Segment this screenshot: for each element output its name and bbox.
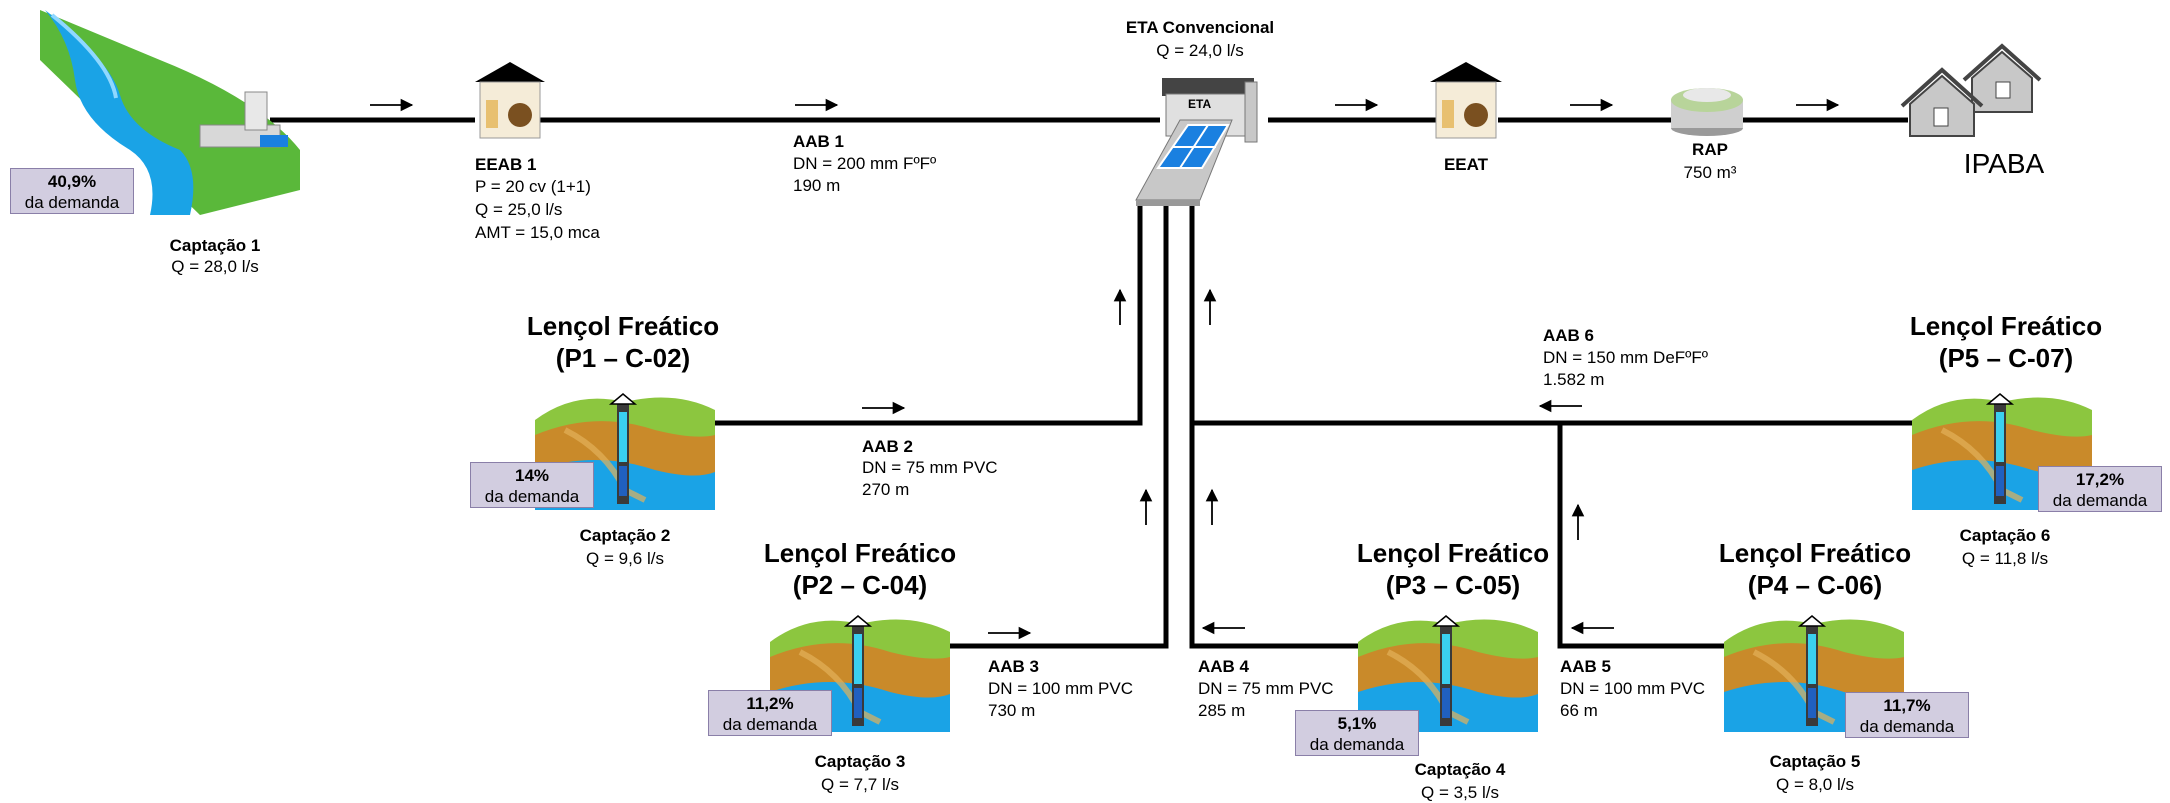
city-name: IPABA (1963, 148, 2045, 179)
p4-pct: 11,7% (1883, 696, 1931, 715)
aab3-dn: DN = 100 mm PVC (988, 679, 1134, 698)
p3-demand-badge: 5,1% da demanda (1295, 710, 1419, 756)
p1-title-1: Lençol Freático (526, 311, 720, 341)
p2-demand: da demanda (722, 715, 818, 734)
p1-title-2: (P1 – C-02) (555, 343, 691, 373)
eeab1-flow: Q = 25,0 l/s (475, 200, 563, 219)
river-intake-illustration (40, 10, 300, 215)
eta-title: ETA Convencional (1125, 18, 1275, 37)
pipe-aab4 (1189, 205, 1360, 649)
captacao1-pct: 40,9% (47, 172, 97, 191)
aab1-dn: DN = 200 mm FºFº (793, 154, 937, 173)
p2-captacao: Captação 3 (814, 752, 906, 771)
captacao1-demand: da demanda (24, 193, 120, 212)
aab3-length: 730 m (988, 701, 1036, 720)
captacao1-flow: Q = 28,0 l/s (171, 257, 259, 276)
p2-pct: 11,2% (746, 694, 794, 713)
p2-demand-badge: 11,2% da demanda (708, 690, 832, 736)
p4-title-1: Lençol Freático (1718, 538, 1912, 568)
aab3-title: AAB 3 (988, 657, 1040, 676)
eta-building-icon (1135, 78, 1258, 206)
aab2-dn: DN = 75 mm PVC (862, 458, 998, 477)
p3-title-2: (P3 – C-05) (1385, 570, 1521, 600)
p1-captacao: Captação 2 (579, 526, 671, 545)
city-houses-icon (1900, 43, 2042, 137)
eeab1-title: EEAB 1 (475, 155, 537, 174)
p1-pct: 14% (514, 466, 550, 485)
flow-arrows (370, 98, 1840, 640)
p4-captacao: Captação 5 (1769, 752, 1861, 771)
p4-demand: da demanda (1859, 717, 1955, 736)
pipe-aab2 (712, 205, 1143, 426)
p5-captacao: Captação 6 (1959, 526, 2051, 545)
aab6-title: AAB 6 (1543, 326, 1595, 345)
aab2-length: 270 m (862, 480, 910, 499)
captacao1-title: Captação 1 (169, 236, 261, 255)
p3-title-1: Lençol Freático (1356, 538, 1550, 568)
rap-title: RAP (1692, 140, 1728, 159)
aab6-dn: DN = 150 mm DeFºFº (1543, 348, 1708, 367)
aab4-dn: DN = 75 mm PVC (1198, 679, 1334, 698)
p4-demand-badge: 11,7% da demanda (1845, 692, 1969, 738)
rap-volume: 750 m³ (1683, 163, 1737, 182)
p1-flow: Q = 9,6 l/s (586, 549, 664, 568)
aab1-title: AAB 1 (793, 132, 845, 151)
p3-demand: da demanda (1309, 735, 1405, 754)
p4-title-2: (P4 – C-06) (1747, 570, 1883, 600)
aab2-title: AAB 2 (862, 437, 914, 456)
p2-title-1: Lençol Freático (763, 538, 957, 568)
p5-title-2: (P5 – C-07) (1938, 343, 2074, 373)
eta-building-label: ETA (1188, 97, 1212, 111)
aab4-title: AAB 4 (1198, 657, 1250, 676)
captacao1-demand-badge: 40,9% da demanda (10, 168, 134, 214)
p1-demand-badge: 14% da demanda (470, 462, 594, 508)
p3-captacao: Captação 4 (1414, 760, 1506, 779)
p5-demand-badge: 17,2% da demanda (2038, 466, 2162, 512)
aab5-title: AAB 5 (1560, 657, 1612, 676)
aab1-length: 190 m (793, 176, 841, 195)
eeab1-amt: AMT = 15,0 mca (475, 223, 600, 242)
eeat-pump-house-icon (1430, 62, 1502, 139)
p5-demand: da demanda (2052, 491, 2148, 510)
eta-flow: Q = 24,0 l/s (1156, 41, 1244, 60)
aab4-length: 285 m (1198, 701, 1246, 720)
rap-reservoir-icon (1671, 88, 1743, 136)
aab5-dn: DN = 100 mm PVC (1560, 679, 1706, 698)
p3-pct: 5,1% (1337, 714, 1377, 733)
p2-title-2: (P2 – C-04) (792, 570, 928, 600)
eeab1-power: P = 20 cv (1+1) (475, 177, 591, 196)
aab6-length: 1.582 m (1543, 370, 1605, 389)
p5-flow: Q = 11,8 l/s (1961, 549, 2049, 568)
pipes (270, 117, 1912, 649)
p3-flow: Q = 3,5 l/s (1421, 783, 1499, 802)
p4-flow: Q = 8,0 l/s (1776, 775, 1854, 794)
p2-flow: Q = 7,7 l/s (821, 775, 899, 794)
pipe-aab3 (945, 205, 1169, 649)
eeab1-pump-house-icon (475, 62, 545, 139)
p1-demand: da demanda (484, 487, 580, 506)
p5-title-1: Lençol Freático (1909, 311, 2103, 341)
pipe-aab5 (1557, 423, 1725, 649)
p5-pct: 17,2% (2075, 470, 2125, 489)
eeat-title: EEAT (1443, 155, 1489, 174)
aab5-length: 66 m (1560, 701, 1598, 720)
